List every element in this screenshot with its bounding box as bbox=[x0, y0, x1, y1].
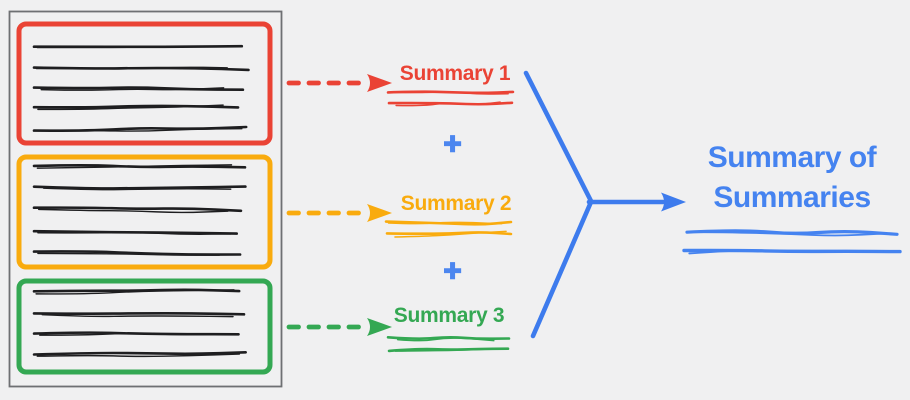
document-text-scribbles bbox=[32, 44, 250, 358]
document-section-3 bbox=[16, 278, 273, 375]
map-arrow-head-1 bbox=[367, 74, 392, 92]
merge-arrow-head bbox=[661, 192, 686, 212]
plus-sign-1: + bbox=[443, 126, 461, 161]
document-sections bbox=[16, 21, 273, 375]
map-arrow-head-2 bbox=[367, 204, 392, 222]
plus-sign-2: + bbox=[443, 253, 461, 288]
summary-3-label: Summary 3 bbox=[394, 304, 505, 327]
summary-1-label: Summary 1 bbox=[400, 62, 511, 85]
map-arrow-head-3 bbox=[367, 318, 392, 336]
merge-arrow bbox=[523, 70, 686, 339]
result-label-line-2: Summaries bbox=[713, 181, 870, 214]
summary-2-label: Summary 2 bbox=[401, 192, 512, 215]
section-to-summary-arrows bbox=[286, 74, 392, 336]
document-outline bbox=[8, 10, 283, 388]
result-text-scribbles bbox=[682, 229, 902, 255]
summary-text-scribbles bbox=[384, 90, 515, 353]
document-section-2 bbox=[16, 154, 273, 270]
document-section-1 bbox=[16, 21, 273, 146]
result-label-line-1: Summary of bbox=[708, 141, 878, 174]
